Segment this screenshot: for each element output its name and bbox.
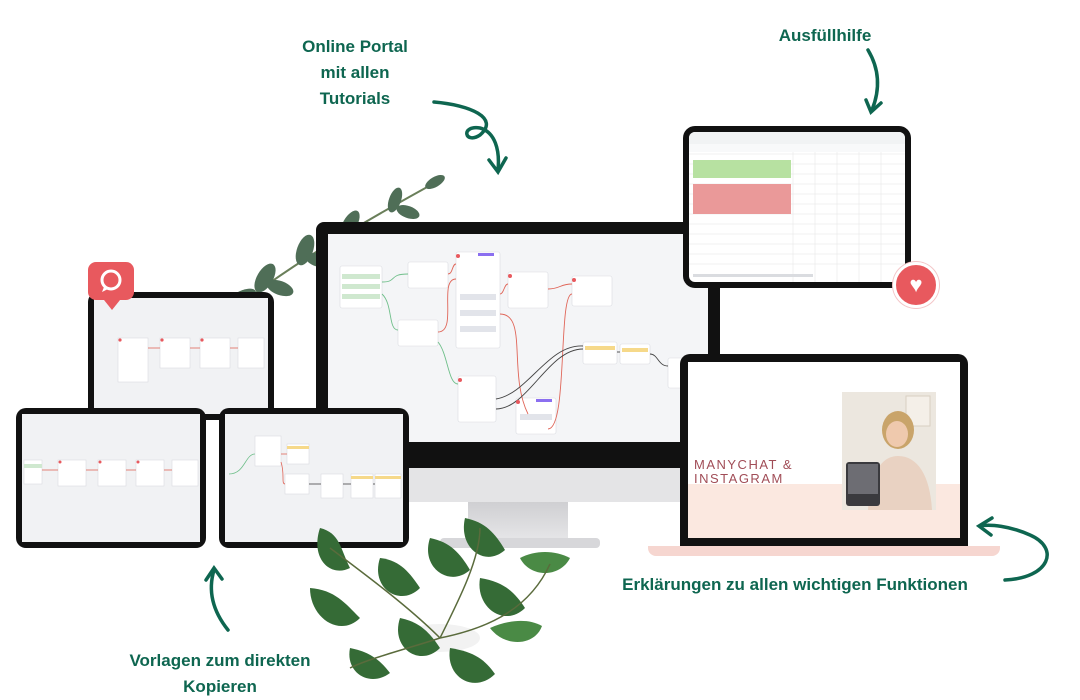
laptop-base [648, 546, 1000, 556]
laptop-screen: MANYCHAT & INSTAGRAM [688, 362, 960, 538]
label-online-portal: Online Portal mit allen Tutorials [302, 37, 408, 108]
monitor-screen [328, 234, 708, 442]
flow-diagram-left [23, 459, 199, 487]
laptop-title: MANYCHAT & INSTAGRAM [694, 457, 794, 486]
sheet-screen [689, 132, 905, 282]
monitor [316, 222, 720, 468]
flow-diagram-right [228, 435, 402, 499]
monitor-stand-base [440, 538, 600, 548]
tablet-right-screen [225, 414, 403, 542]
arrow-sheet-icon [866, 48, 880, 112]
arrow-laptop-head-icon [975, 516, 994, 537]
laptop: MANYCHAT & INSTAGRAM [680, 354, 968, 546]
arrow-portal-head-icon [487, 156, 508, 176]
potted-plant [310, 518, 570, 683]
label-erklaerungen: Erklärungen zu allen wichtigen Funktione… [622, 575, 968, 594]
arrow-vorlagen-icon [209, 568, 230, 632]
tablet-left-screen [22, 414, 200, 542]
tablet-left [16, 408, 206, 548]
tablet-small [88, 292, 274, 420]
spreadsheet-view [689, 132, 905, 282]
tablet-sheet [683, 126, 911, 288]
flow-diagram-small [117, 337, 265, 383]
label-ausfuellhilfe: Ausfüllhilfe [778, 26, 872, 45]
arrow-sheet-head-icon [864, 98, 883, 115]
arrow-vorlagen-head-icon [204, 564, 224, 582]
label-vorlagen: Vorlagen zum direkten Kopieren [129, 651, 311, 696]
presenter-photo [842, 392, 936, 510]
chat-bubble-icon [88, 262, 134, 310]
heart-icon: ♥ [893, 262, 939, 308]
flow-diagram-main [339, 251, 703, 435]
tablet-small-screen [94, 298, 268, 414]
tablet-right [219, 408, 409, 548]
